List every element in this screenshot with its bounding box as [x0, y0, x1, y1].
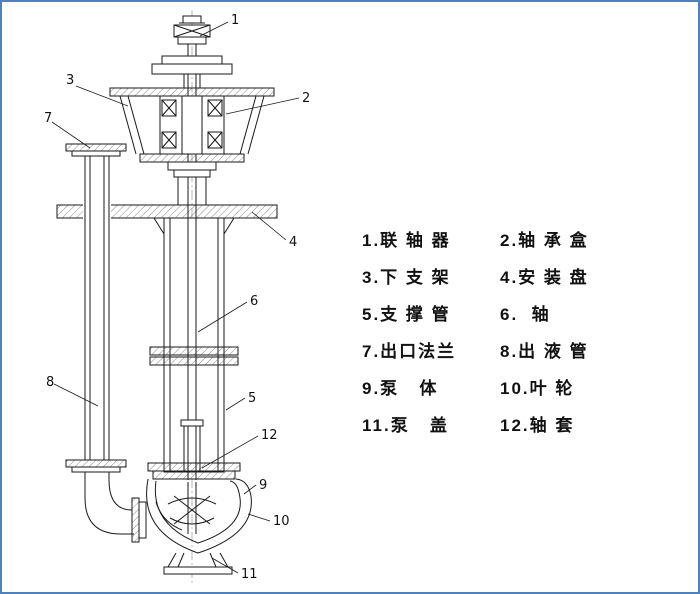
callout-8: 8 — [46, 375, 54, 390]
leader-lines — [51, 21, 300, 574]
legend-item-10: 10.叶 轮 — [500, 379, 575, 398]
callout-1: 1 — [231, 13, 239, 28]
callout-7: 7 — [44, 111, 52, 126]
legend-item-6: 6. 轴 — [500, 305, 551, 324]
callout-10: 10 — [273, 514, 290, 529]
callout-9: 9 — [259, 478, 267, 493]
callout-6: 6 — [250, 294, 258, 309]
pump-casing — [146, 478, 252, 575]
coupling — [173, 15, 211, 45]
legend-item-3: 3.下 支 架 — [362, 268, 451, 287]
callout-4: 4 — [289, 235, 297, 250]
discharge-pipe — [65, 143, 147, 543]
legend-item-8: 8.出 液 管 — [500, 342, 589, 361]
callout-12: 12 — [261, 428, 278, 443]
callout-11: 11 — [241, 567, 258, 582]
bearing-housing — [109, 55, 275, 205]
legend-item-5: 5.支 撑 管 — [362, 305, 451, 324]
legend-item-2: 2.轴 承 盒 — [500, 231, 589, 250]
legend-item-4: 4.安 装 盘 — [500, 268, 589, 287]
support-pipe — [147, 217, 241, 480]
callout-labels: 1 2 3 4 5 6 7 8 9 10 11 12 — [44, 13, 310, 582]
callout-5: 5 — [248, 391, 256, 406]
legend-item-11: 11.泵 盖 — [362, 416, 449, 435]
callout-3: 3 — [66, 73, 74, 88]
legend-item-1: 1.联 轴 器 — [362, 231, 451, 250]
legend-item-12: 12.轴 套 — [500, 416, 575, 435]
legend-item-9: 9.泵 体 — [362, 379, 439, 398]
parts-legend: 1.联 轴 器 2.轴 承 盒 3.下 支 架 4.安 装 盘 5.支 撑 管 … — [362, 222, 680, 444]
legend-item-7: 7.出口法兰 — [362, 342, 457, 361]
callout-2: 2 — [302, 91, 310, 106]
